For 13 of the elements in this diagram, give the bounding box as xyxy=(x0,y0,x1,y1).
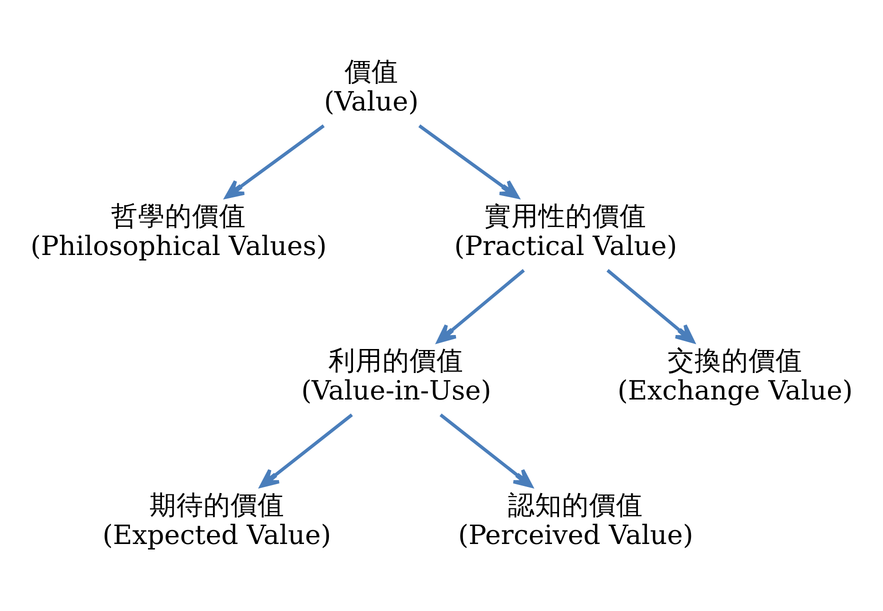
node-text: 哲學的價值 (Philosophical Values) xyxy=(30,200,327,262)
arrow xyxy=(440,413,533,488)
arrow xyxy=(224,124,325,198)
node-text: 交換的價值 (Exchange Value) xyxy=(618,345,853,406)
arrow xyxy=(260,413,353,488)
node-text: 期待的價值 (Expected Value) xyxy=(102,490,332,551)
arrow xyxy=(436,268,525,343)
node-text: 利用的價值 (Value-in-Use) xyxy=(301,345,492,406)
node-text: 價值 (Value) xyxy=(324,56,419,117)
arrow xyxy=(418,124,520,198)
arrow xyxy=(606,268,695,343)
node-text: 實用性的價值 (Practical Value) xyxy=(454,200,678,262)
node-text: 認知的價值 (Perceived Value) xyxy=(458,490,694,551)
